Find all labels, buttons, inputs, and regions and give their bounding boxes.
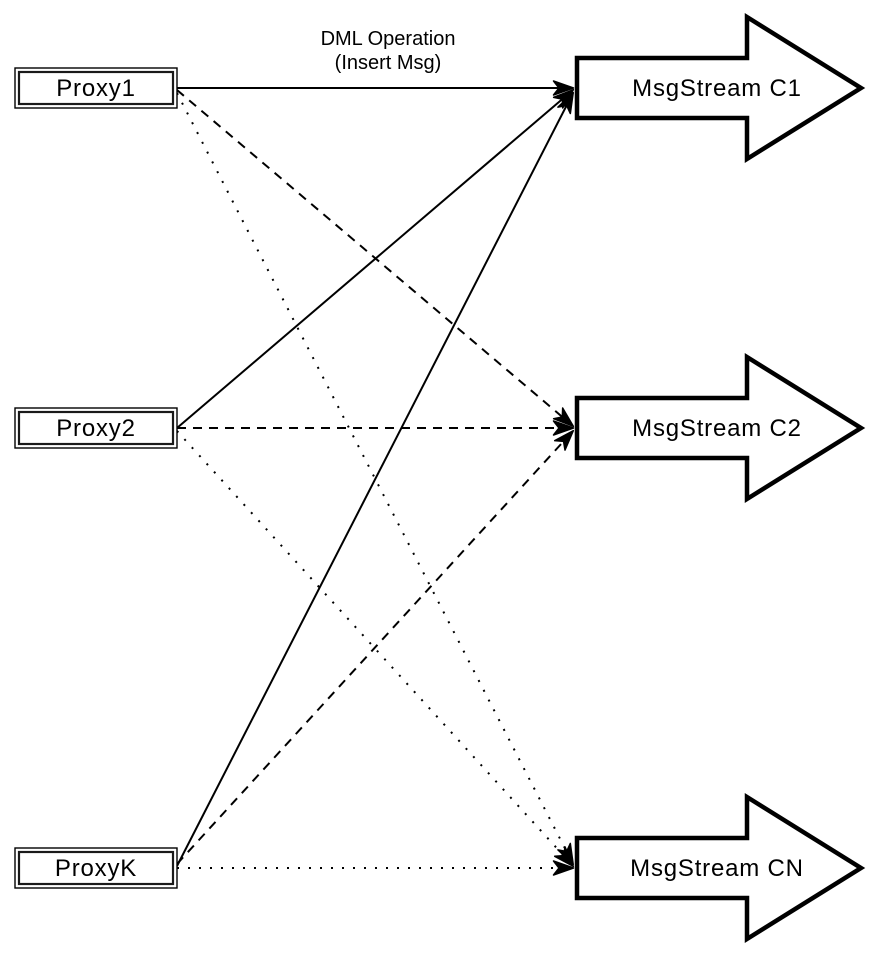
proxyk-box (14, 847, 178, 889)
connection-proxyk-to-c2-dashed (176, 429, 575, 865)
proxyk-box-inner-border (17, 850, 175, 886)
proxy2-node: Proxy2 (14, 407, 178, 449)
proxy2-box-inner-border (17, 410, 175, 446)
msgstream-c1-node: MsgStream C1 (574, 12, 866, 164)
msgstream-cn-node: MsgStream CN (574, 792, 866, 944)
connection-proxy1-to-c2-dashed (176, 89, 575, 428)
proxyk-node: ProxyK (14, 847, 178, 889)
proxy2-label: Proxy2 (56, 415, 136, 442)
proxy1-label: Proxy1 (56, 75, 136, 102)
msgstream-c2-node: MsgStream C2 (574, 352, 866, 504)
proxy1-node: Proxy1 (14, 67, 178, 109)
connection-proxyk-to-c1-solid (176, 91, 574, 867)
msgstream-cn-label: MsgStream CN (630, 855, 804, 882)
msgstream-cn-arrow-shape (574, 792, 866, 944)
msgstream-c1-label: MsgStream C1 (632, 75, 802, 102)
proxy1-box-inner-border (17, 70, 175, 106)
proxy2-box (14, 407, 178, 449)
proxyk-label: ProxyK (55, 855, 137, 882)
msgstream-c2-arrow-shape (574, 352, 866, 504)
dml-operation-caption: DML Operation (Insert Msg) (321, 28, 456, 74)
msgstream-c1-arrow-shape (574, 12, 866, 164)
dml-operation-caption-line1: DML Operation (321, 28, 456, 50)
msgstream-c2-label: MsgStream C2 (632, 415, 802, 442)
proxy1-box (14, 67, 178, 109)
connection-proxy1-to-cn-dotted (176, 92, 574, 866)
dml-operation-caption-line2: (Insert Msg) (335, 52, 442, 74)
